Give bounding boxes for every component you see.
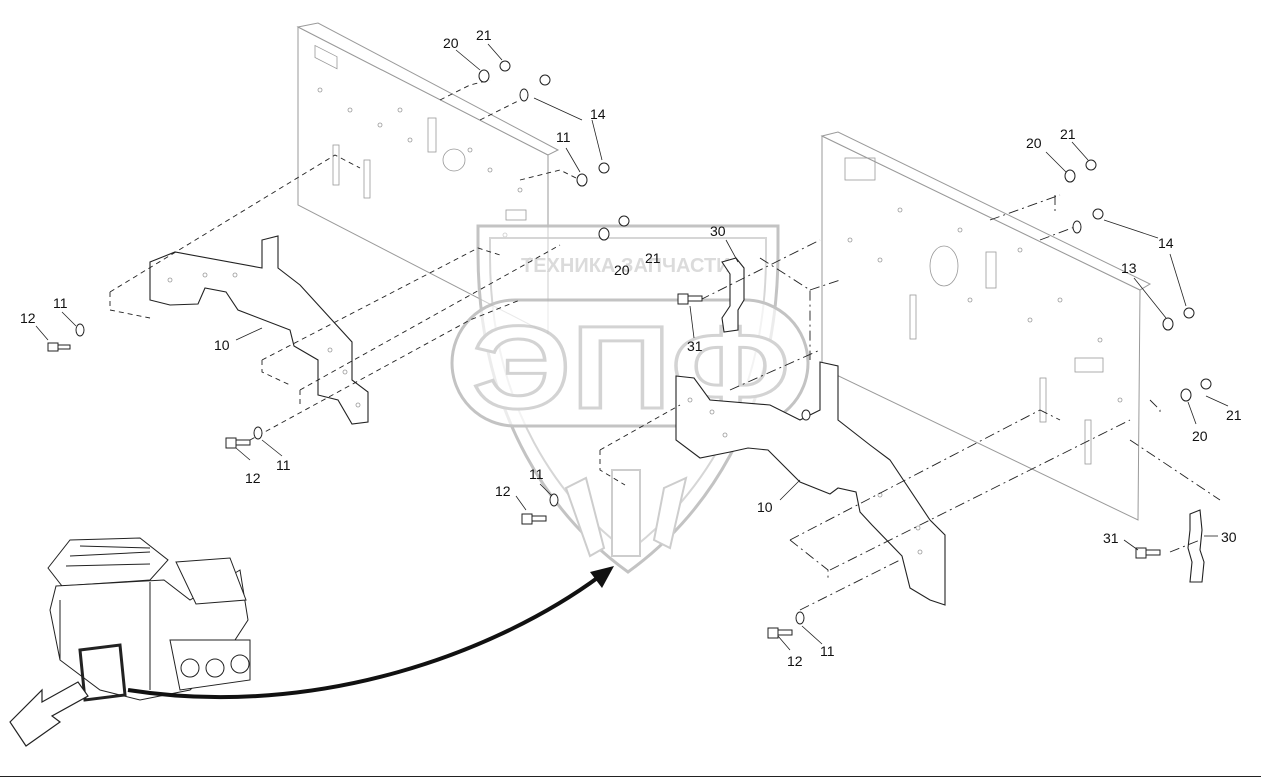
callout-label: 10 bbox=[214, 337, 230, 353]
watermark-caption: ТЕХНИКА ЗАПЧАСТИ bbox=[521, 255, 731, 277]
callout-label: 20 bbox=[614, 262, 630, 278]
callout-label: 13 bbox=[1121, 260, 1137, 276]
assembly-lines bbox=[109, 79, 1221, 611]
callout-label: 11 bbox=[529, 466, 544, 482]
nut-icon bbox=[1162, 307, 1195, 331]
callout-label: 12 bbox=[245, 470, 261, 486]
nut-icon bbox=[598, 215, 630, 241]
callout-label: 11 bbox=[556, 129, 571, 145]
bolt-icon bbox=[767, 627, 793, 639]
leader-lines bbox=[35, 43, 1229, 651]
right-bracket-part bbox=[675, 361, 946, 606]
right-mounting-panel bbox=[820, 131, 1152, 521]
callout-label: 21 bbox=[645, 250, 661, 266]
left-mounting-panel bbox=[296, 22, 560, 335]
bolt-icon bbox=[47, 342, 71, 352]
nut-icon bbox=[1180, 378, 1212, 402]
view-direction-arrow bbox=[9, 681, 89, 747]
callout-label: 10 bbox=[757, 499, 773, 515]
bolt-icon bbox=[521, 513, 547, 525]
callout-label: 20 bbox=[1026, 135, 1042, 151]
bolt-icon bbox=[225, 437, 251, 449]
callout-label: 11 bbox=[276, 457, 291, 473]
callout-label: 31 bbox=[1103, 530, 1119, 546]
callout-label: 11 bbox=[820, 643, 835, 659]
callout-label: 30 bbox=[1221, 529, 1237, 545]
frame-bottom-border bbox=[0, 776, 1261, 777]
callout-label: 30 bbox=[710, 223, 726, 239]
callout-label: 14 bbox=[590, 106, 606, 122]
callout-label: 12 bbox=[495, 483, 511, 499]
left-bracket-part bbox=[149, 235, 369, 425]
callout-label: 11 bbox=[53, 295, 68, 311]
washer-icon bbox=[1072, 208, 1104, 234]
hook-bracket-center bbox=[721, 257, 745, 333]
watermark-logo: ТЕХНИКА ЗАПЧАСТИ ЭПФ bbox=[450, 224, 810, 574]
callout-label: 14 bbox=[1158, 235, 1174, 251]
callout-label: 20 bbox=[1192, 428, 1208, 444]
bolt-icon bbox=[1135, 547, 1161, 559]
callout-label: 21 bbox=[1226, 407, 1242, 423]
washer-icon bbox=[519, 74, 551, 102]
nut-icon bbox=[576, 162, 610, 187]
callout-label: 21 bbox=[476, 27, 492, 43]
callout-label: 31 bbox=[687, 338, 703, 354]
fasteners bbox=[47, 60, 1212, 639]
callout-labels: 20 21 14 11 20 21 12 11 10 12 11 30 31 1… bbox=[20, 27, 1242, 669]
washer-icon bbox=[253, 426, 263, 440]
detail-pointer-arrow bbox=[127, 566, 614, 700]
callout-label: 12 bbox=[787, 653, 803, 669]
machine-thumbnail bbox=[47, 537, 251, 702]
washer-icon bbox=[795, 611, 805, 625]
callout-label: 12 bbox=[20, 310, 36, 326]
callout-label: 21 bbox=[1060, 126, 1076, 142]
hook-bracket-right bbox=[1187, 509, 1205, 583]
callout-label: 20 bbox=[443, 35, 459, 51]
washer-icon bbox=[75, 323, 85, 337]
washer-icon bbox=[549, 493, 559, 507]
nut-icon bbox=[1064, 159, 1097, 183]
nut-icon bbox=[478, 60, 511, 83]
bolt-icon bbox=[677, 293, 703, 305]
